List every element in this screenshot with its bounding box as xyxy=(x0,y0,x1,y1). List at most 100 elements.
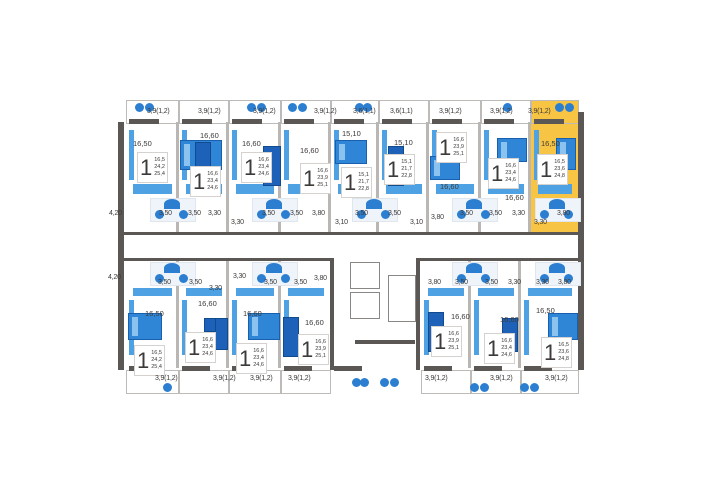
kitchen-counter xyxy=(236,288,274,296)
shower-icon xyxy=(164,263,180,273)
area-total-area: 21,7 xyxy=(401,166,412,172)
balcony-area-label: 3,9(1,2) xyxy=(425,375,448,382)
room-count: 1 xyxy=(434,328,447,354)
shower-icon xyxy=(549,199,565,209)
balcony xyxy=(179,370,229,394)
facade-wall-segment xyxy=(232,119,262,124)
area-total-with-balcony: 25,1 xyxy=(315,353,326,359)
facade-wall-segment xyxy=(334,119,364,124)
room-area-label: 16,60 xyxy=(243,309,262,318)
room-count: 1 xyxy=(491,160,504,186)
wardrobe xyxy=(484,130,489,180)
toilet-icon xyxy=(564,274,573,283)
toilet-icon xyxy=(381,210,390,219)
balcony xyxy=(281,370,331,394)
wet-room-area-label: 3,10 xyxy=(410,219,423,226)
balcony-area-label: 3,9(1,2) xyxy=(213,375,236,382)
pillow xyxy=(552,317,558,336)
wet-room-area-label: 4,20 xyxy=(108,274,121,281)
area-total-with-balcony: 24,6 xyxy=(505,177,516,183)
facade-wall-segment xyxy=(182,366,210,371)
partition-wall xyxy=(176,258,179,368)
sofa-icon xyxy=(283,317,299,357)
pillow xyxy=(434,160,440,176)
partition-wall xyxy=(176,122,179,234)
core-wall xyxy=(330,258,334,370)
area-total-area: 21,7 xyxy=(358,179,369,185)
area-total-with-balcony: 24,6 xyxy=(253,362,264,368)
room-count: 1 xyxy=(487,335,500,361)
facade-wall-segment xyxy=(334,366,362,371)
room-area-label: 16,50 xyxy=(536,306,555,315)
kitchen-counter xyxy=(133,288,172,296)
room-count: 1 xyxy=(140,154,153,180)
area-total-living: 16,5 xyxy=(558,342,569,348)
room-count: 1 xyxy=(193,168,206,194)
wardrobe xyxy=(524,300,529,355)
pillow xyxy=(184,144,190,166)
partition-wall xyxy=(468,258,471,368)
wardrobe xyxy=(129,130,134,180)
facade-wall-segment xyxy=(524,366,552,371)
plant-icon xyxy=(480,383,489,392)
plant-icon xyxy=(363,103,372,112)
wet-room-area-label: 4,20 xyxy=(109,210,122,217)
shower-icon xyxy=(366,199,382,209)
facade-wall-segment xyxy=(432,119,462,124)
toilet-icon xyxy=(257,210,266,219)
wet-room-area-label: 3,80 xyxy=(428,279,441,286)
wet-room-area-label: 3,30 xyxy=(209,285,222,292)
wardrobe xyxy=(232,300,237,355)
toilet-icon xyxy=(457,274,466,283)
area-total-area: 23,4 xyxy=(253,355,264,361)
plant-icon xyxy=(145,103,154,112)
balcony-area-label: 3,9(1,2) xyxy=(253,108,276,115)
plant-icon xyxy=(257,103,266,112)
room-area-label: 15,10 xyxy=(342,129,361,138)
area-total-with-balcony: 25,1 xyxy=(453,151,464,157)
area-total-living: 16,6 xyxy=(501,338,512,344)
room-count: 1 xyxy=(387,156,400,182)
area-total-living: 15,1 xyxy=(358,172,369,178)
room-area-label: 16,60 xyxy=(305,318,324,327)
plant-icon xyxy=(503,103,512,112)
area-total-living: 16,5 xyxy=(151,350,162,356)
wet-room-area-label: 3,50 xyxy=(388,210,401,217)
plant-icon xyxy=(520,383,529,392)
room-area-label: 16,50 xyxy=(541,139,560,148)
facade-wall-segment xyxy=(424,366,452,371)
room-count: 1 xyxy=(544,339,557,365)
room-area-label: 16,60 xyxy=(300,146,319,155)
area-total-living: 15,1 xyxy=(401,159,412,165)
balcony-area-label: 3,6(1,1) xyxy=(390,108,413,115)
toilet-icon xyxy=(257,274,266,283)
plant-icon xyxy=(565,103,574,112)
facade-wall-segment xyxy=(382,119,412,124)
area-total-living: 16,6 xyxy=(317,168,328,174)
room-count: 1 xyxy=(439,134,452,160)
wet-room-area-label: 3,50 xyxy=(455,279,468,286)
wet-room-area-label: 3,80 xyxy=(557,210,570,217)
kitchen-counter xyxy=(186,288,222,296)
pillow xyxy=(132,317,138,336)
